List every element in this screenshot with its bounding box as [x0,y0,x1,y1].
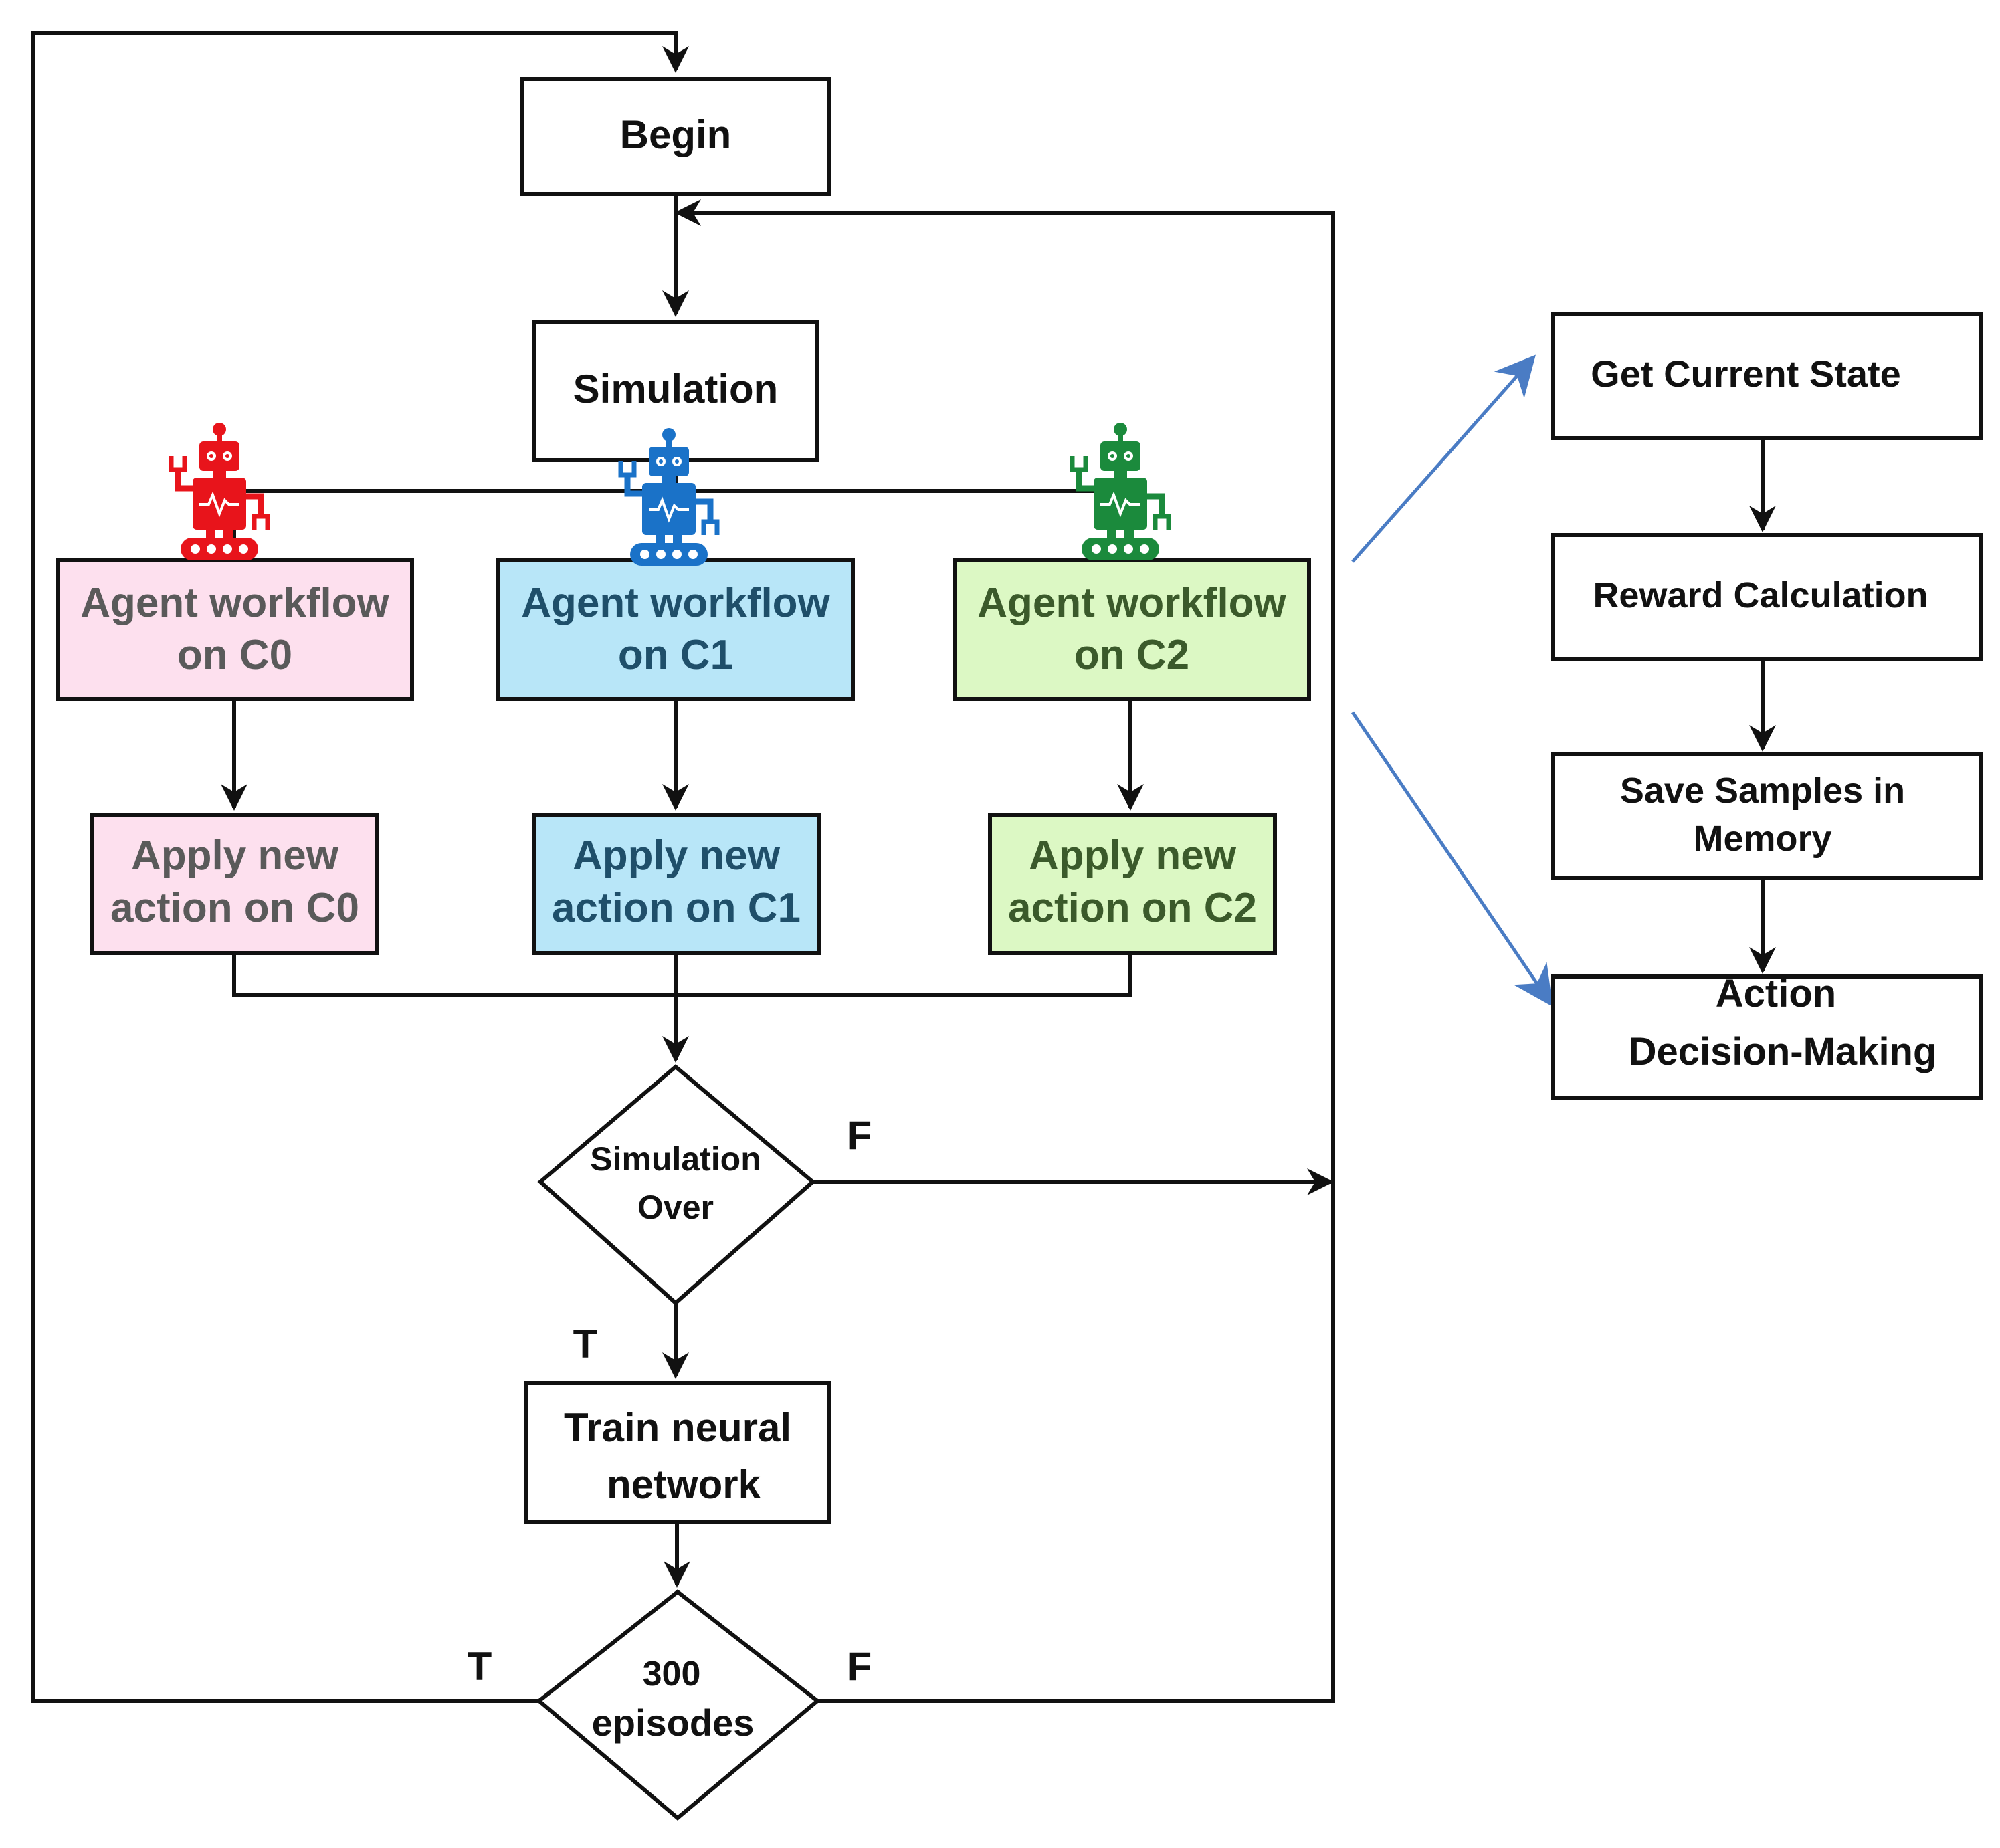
action-label-1: Action [1716,972,1836,1015]
save-samples-label-2: Memory [1693,819,1831,859]
episodes-label-2: episodes [592,1702,755,1744]
agent-c2-box [953,558,1311,701]
agent-c1-label-1: Agent workflow [521,580,830,626]
agent-c1-label-2: on C1 [618,632,733,678]
save-samples-label-1: Save Samples in [1620,771,1905,811]
train-label-1: Train neural [564,1405,791,1450]
detail-arrows [1351,354,1553,1007]
apply-c2-label-2: action on C2 [1008,885,1257,931]
apply-c1-box [532,813,821,955]
apply-c1-label-1: Apply new [573,833,781,879]
agent-c1-box [496,558,855,701]
simulation-label: Simulation [573,367,779,411]
edge-label-sim-over-true: T [573,1322,598,1366]
simulation-box [532,320,819,462]
episodes-label-1: 300 [643,1655,701,1693]
edge-label-episodes-true: T [468,1644,492,1689]
apply-c2-label-1: Apply new [1029,833,1237,879]
apply-c0-box [90,813,379,955]
edge-episodes-true-loop [31,31,689,1703]
save-samples-box [1551,752,1983,880]
edge-label-episodes-false: F [847,1644,872,1689]
get-state-box [1551,312,1983,440]
edge-right-loop [674,199,1335,1703]
labels: Begin Simulation Agent workflow on C0 Ag… [80,112,1936,1744]
episodes-diamond [536,1589,821,1821]
boxes [56,77,1983,1821]
agent-c2-label-1: Agent workflow [977,580,1286,626]
detail-arrow-up [1351,354,1536,563]
agent-c0-box [56,558,414,701]
begin-box [520,77,831,196]
reward-label: Reward Calculation [1593,575,1928,615]
agent-c0-label-2: on C0 [177,632,292,678]
sim-over-label-2: Over [637,1189,714,1226]
detail-arrow-down [1351,711,1553,1007]
edge-label-sim-over-false: F [847,1113,872,1158]
agent-c2-label-2: on C2 [1074,632,1189,678]
action-label-2: Decision-Making [1629,1030,1937,1073]
sim-over-diamond [537,1064,816,1306]
action-box [1551,974,1983,1100]
sim-over-label-1: Simulation [590,1140,761,1178]
begin-label: Begin [620,112,732,157]
apply-c0-label-1: Apply new [131,833,339,879]
reward-box [1551,533,1983,661]
agent-c0-label-1: Agent workflow [80,580,389,626]
apply-c1-label-2: action on C1 [552,885,801,931]
apply-c2-box [988,813,1277,955]
apply-c0-label-2: action on C0 [110,885,359,931]
get-state-label: Get Current State [1591,352,1901,395]
train-box [524,1381,831,1524]
train-label-2: network [607,1462,761,1507]
